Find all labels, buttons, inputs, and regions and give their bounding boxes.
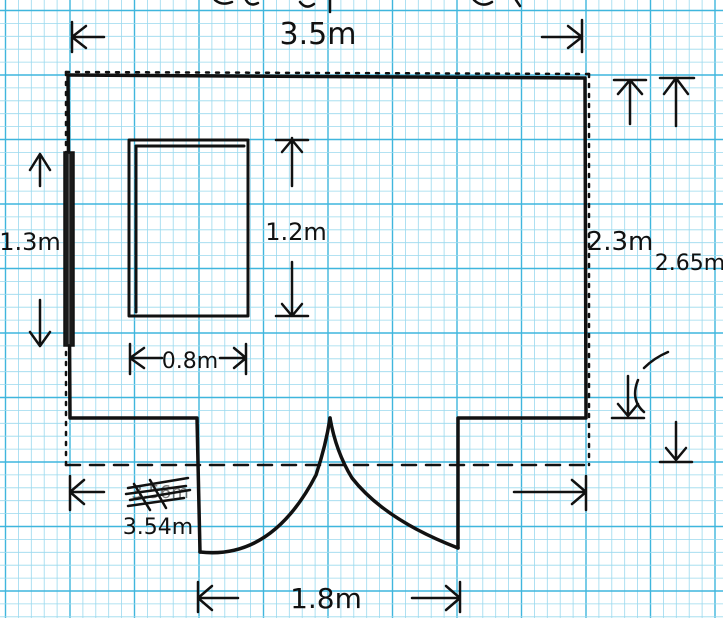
depth-inner-arrow-bottom: [610, 374, 646, 420]
depth-outer-arrow-bottom: [658, 420, 694, 464]
bed-width-label: 0.8m: [162, 349, 218, 374]
bed-length-arrow-top: [274, 136, 310, 188]
top-width-arrow-left: [70, 20, 106, 54]
scribble-over-struck-text: [124, 476, 192, 512]
wall-window-label: 1.3m: [0, 228, 61, 256]
dimension-arrows: [28, 18, 696, 614]
outer-boundary-dotted: [64, 70, 592, 467]
bed-width-arrow-left: [128, 342, 164, 376]
double-door-swing: [198, 416, 460, 555]
bed-width-arrow-right: [218, 342, 248, 376]
window: [63, 151, 75, 347]
door-arrow-right: [410, 580, 462, 614]
inner-width-arrow-left: [68, 474, 106, 512]
window-arrow-top: [28, 152, 52, 188]
inner-width-arrow-right: [512, 474, 588, 512]
depth-inner-label: 2.3m: [587, 227, 654, 257]
top-width-arrow-right: [540, 18, 584, 54]
depth-outer-label: 2.65m: [655, 251, 723, 276]
depth-outer-arrow-top: [658, 76, 696, 128]
depth-inner-arrow-top: [612, 78, 648, 126]
width-outer-label: 3.5m: [280, 17, 357, 52]
bed-length-label: 1.2m: [265, 218, 327, 246]
door-arrow-left: [196, 580, 240, 614]
arrow-scribble: [633, 350, 670, 414]
window-arrow-bottom: [28, 298, 52, 348]
door-opening-label: 1.8m: [290, 582, 362, 615]
width-inner-label: 3.54m: [123, 515, 193, 540]
cut-off-heading-scribble: [213, 0, 522, 14]
bed: [127, 138, 250, 318]
width-inner-struck-label: 3.56m: [131, 482, 189, 503]
bed-length-arrow-bottom: [274, 260, 310, 318]
